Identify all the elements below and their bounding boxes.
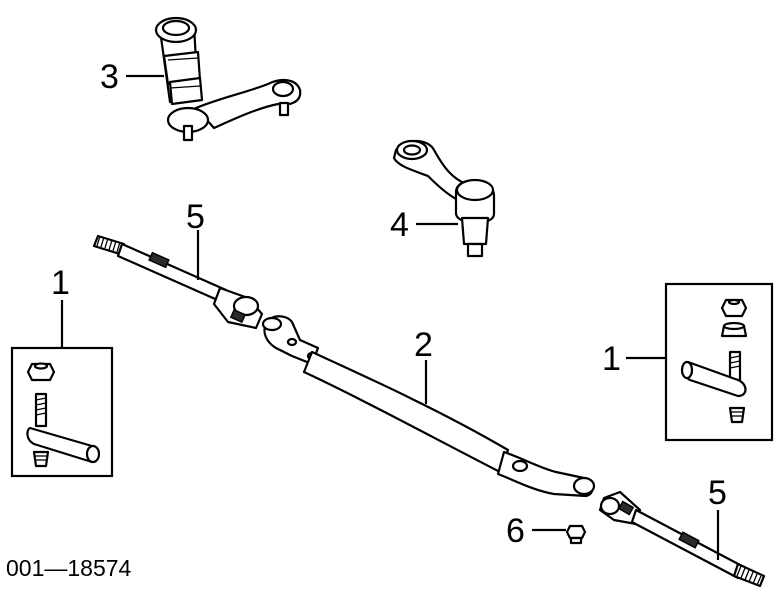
nut-part-6 (565, 524, 587, 545)
callout-4: 4 (390, 206, 409, 244)
callout-5-top: 5 (186, 198, 205, 236)
callout-1-right: 1 (602, 340, 621, 378)
callout-6: 6 (506, 512, 525, 550)
callout-3: 3 (100, 58, 119, 96)
idler-arm-assembly (154, 16, 302, 142)
tie-rod-end-right (680, 298, 748, 424)
callout-5-bottom: 5 (708, 474, 727, 512)
center-link (261, 315, 596, 498)
figure-code: 001—18574 (6, 555, 132, 581)
adjuster-rod-upper (92, 234, 264, 330)
tie-rod-end-left (26, 362, 101, 468)
pitman-arm (392, 139, 496, 258)
tie-rod-end-box-right (664, 282, 774, 442)
callout-1-left: 1 (51, 264, 70, 302)
adjuster-rod-lower (598, 490, 766, 588)
callout-2: 2 (414, 326, 433, 364)
